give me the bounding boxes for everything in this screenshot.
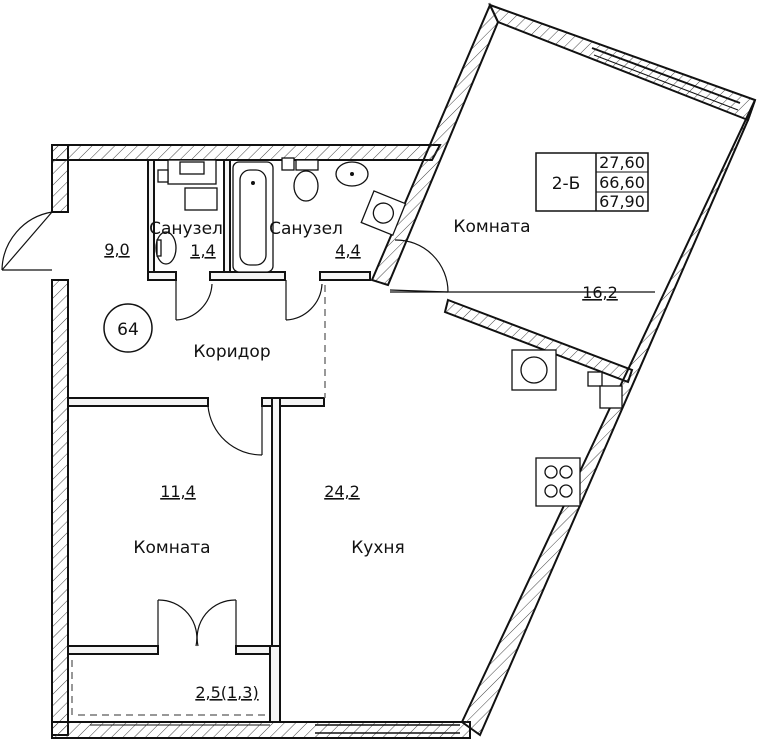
doors [1,211,449,650]
toilet-icon [293,170,319,202]
area-living: 27,60 [599,153,645,172]
apartment-number: 64 [117,320,139,340]
bath1-area: 1,4 [190,241,215,260]
type-code: 2-Б [552,174,581,194]
apartment-number-badge: 64 [103,303,153,353]
bath2-area: 4,4 [335,241,360,260]
area-total: 66,60 [599,173,645,192]
windows [90,47,741,734]
room1-area: 16,2 [582,283,618,302]
open-boundaries [71,285,326,716]
corridor-name: Коридор [193,342,270,362]
stove-icon [535,457,581,507]
room1-name: Комната [453,217,530,237]
bath2-name: Санузел [269,219,343,239]
room2-area: 11,4 [160,482,196,501]
exterior-walls [51,2,757,739]
bath1-name: Санузел [149,219,223,239]
area-total-balcony: 67,90 [599,192,645,211]
kitchen-area: 24,2 [324,482,360,501]
fixtures [155,157,623,507]
interior-walls [67,159,634,723]
boiler-icon [587,371,603,387]
type-info-box: 2-Б 27,60 66,60 67,90 [535,152,649,212]
kitchen-name: Кухня [351,538,405,558]
hall-area: 9,0 [104,240,129,259]
room-labels: 9,0 Санузел 1,4 Санузел 4,4 Комната 16,2… [104,217,618,702]
room2-name: Комната [133,538,210,558]
balcony-area: 2,5(1,3) [195,683,258,702]
toilet-tank-icon [184,187,218,211]
